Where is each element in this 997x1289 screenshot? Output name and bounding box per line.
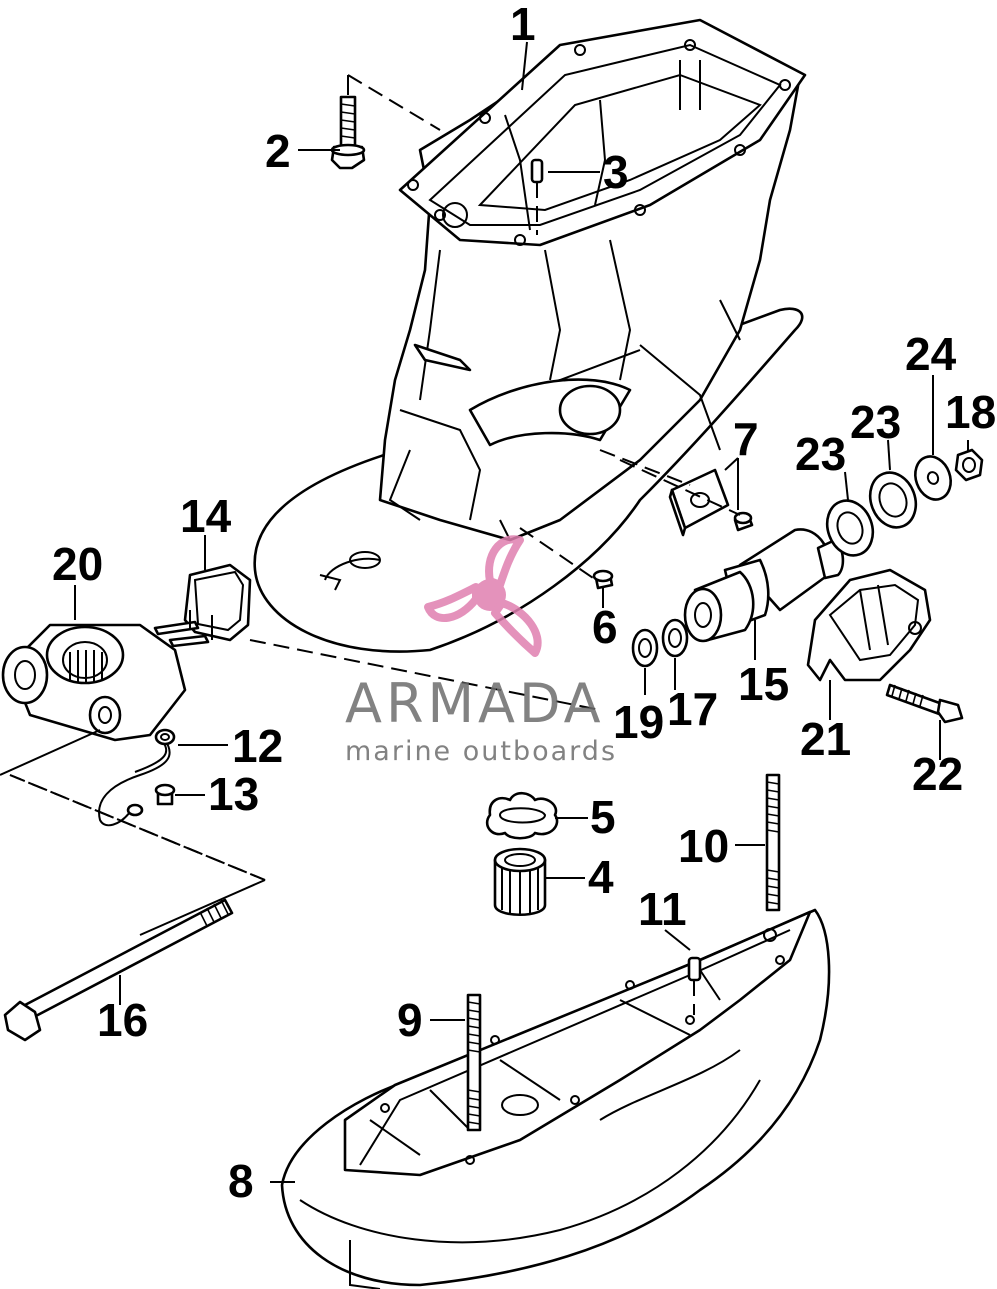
callout-14: 14 [180, 490, 232, 542]
callout-17: 17 [667, 683, 718, 735]
callout-7: 7 [733, 413, 759, 465]
callout-18: 18 [945, 386, 996, 438]
ground-wire-part-12 [98, 728, 176, 827]
callout-5: 5 [590, 791, 616, 843]
washer-part-23a [825, 499, 875, 557]
mount-part-15 [683, 528, 845, 643]
callout-9: 9 [397, 994, 423, 1046]
callout-10: 10 [678, 820, 729, 872]
long-bolt-part-16 [3, 898, 234, 1042]
callout-labels: 1 2 3 4 5 6 7 8 9 10 11 12 13 14 15 16 1… [52, 0, 996, 1207]
gasket-part-5 [485, 791, 559, 840]
callout-2: 2 [265, 125, 291, 177]
callout-4: 4 [588, 851, 614, 903]
stud-part-9 [466, 993, 482, 1132]
clamp-part-20 [1, 623, 187, 742]
needle-bearing-part-4 [493, 847, 547, 916]
washer-part-24 [914, 455, 952, 501]
callout-8: 8 [228, 1155, 254, 1207]
dowel-pin-part-3 [530, 158, 544, 235]
callout-19: 19 [613, 696, 664, 748]
callout-21: 21 [800, 713, 851, 765]
washer-part-17 [661, 618, 689, 658]
callout-23a: 23 [795, 428, 846, 480]
callout-12: 12 [232, 720, 283, 772]
leader-lines [74, 41, 969, 1183]
assembly-dash-lines [0, 639, 601, 936]
callout-11: 11 [638, 883, 687, 935]
pin-part-11 [687, 956, 702, 1015]
screw-part-13 [154, 783, 176, 806]
washer-part-19 [631, 628, 659, 668]
upper-casing-part-1 [253, 18, 807, 653]
callout-16: 16 [97, 994, 148, 1046]
connector-part-14 [153, 563, 252, 648]
callout-6: 6 [592, 601, 618, 653]
lower-case-part-8 [280, 908, 831, 1289]
stud-part-10 [765, 773, 781, 912]
watermark-tagline: marine outboards [345, 736, 617, 767]
callout-24: 24 [905, 328, 957, 380]
callout-13: 13 [208, 768, 259, 820]
bracket-part-21 [806, 568, 932, 682]
dash-line-2 [347, 74, 441, 131]
callout-22: 22 [912, 748, 963, 800]
propeller-logo-icon [424, 535, 542, 657]
watermark-brand: ARMADA [345, 672, 605, 735]
callout-3: 3 [603, 146, 629, 198]
washer-part-23b [868, 471, 918, 529]
callout-1: 1 [510, 0, 536, 50]
callout-20: 20 [52, 538, 103, 590]
clip-plate-part-7 [599, 449, 754, 537]
callout-15: 15 [738, 658, 789, 710]
bolt-part-22 [885, 683, 964, 724]
screw-part-6 [519, 527, 614, 590]
bolt-part-2 [330, 95, 366, 170]
callout-23b: 23 [850, 396, 901, 448]
nut-part-18 [954, 448, 984, 482]
armada-watermark: ARMADA marine outboards [345, 535, 617, 767]
